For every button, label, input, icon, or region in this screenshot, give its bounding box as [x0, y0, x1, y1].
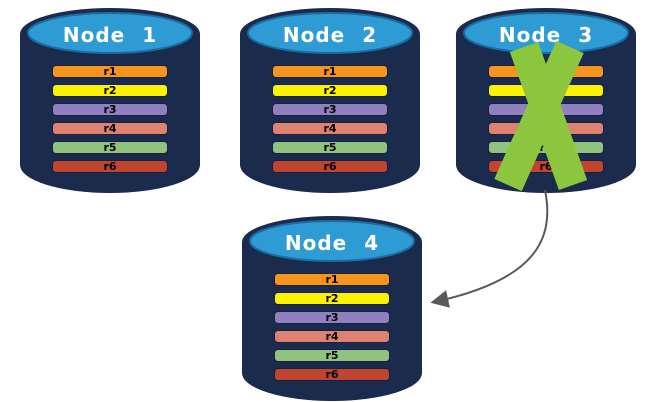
replica-bar: r6 [272, 160, 388, 173]
replica-label: r5 [323, 141, 337, 154]
replica-label: r3 [323, 103, 337, 116]
replica-bar: r5 [52, 141, 168, 154]
replica-label: r4 [539, 122, 553, 135]
replica-label: r6 [539, 160, 553, 173]
replica-bar: r6 [52, 160, 168, 173]
replica-bar: r3 [274, 311, 390, 324]
replica-bar: r2 [274, 292, 390, 305]
replica-label: r2 [539, 84, 553, 97]
replica-bar: r6 [488, 160, 604, 173]
replica-label: r1 [103, 65, 117, 78]
replica-label: r1 [539, 65, 553, 78]
replica-bar: r4 [272, 122, 388, 135]
replica-bar: r3 [52, 103, 168, 116]
replica-bar: r4 [274, 330, 390, 343]
replica-label: r6 [323, 160, 337, 173]
replica-bar: r1 [52, 65, 168, 78]
node-2: Node 2 r1 r2 r3 r4 r5 r6 [240, 8, 420, 194]
replica-label: r3 [325, 311, 339, 324]
replica-bar: r6 [274, 368, 390, 381]
replica-stack: r1 r2 r3 r4 r5 r6 [272, 65, 388, 179]
node-1: Node 1 r1 r2 r3 r4 r5 r6 [20, 8, 200, 194]
replica-label: r3 [539, 103, 553, 116]
replica-bar: r4 [52, 122, 168, 135]
replica-bar: r1 [488, 65, 604, 78]
node-title: Node 2 [282, 23, 378, 47]
node-3: Node 3 r1 r2 r3 r4 r5 r6 [456, 8, 636, 194]
replica-bar: r3 [272, 103, 388, 116]
replica-label: r2 [103, 84, 117, 97]
replica-stack: r1 r2 r3 r4 r5 r6 [274, 273, 390, 387]
node-title: Node 4 [284, 231, 380, 255]
node-4: Node 4 r1 r2 r3 r4 r5 r6 [242, 216, 422, 402]
replica-label: r1 [323, 65, 337, 78]
replica-label: r2 [323, 84, 337, 97]
replica-label: r2 [325, 292, 339, 305]
replica-label: r5 [325, 349, 339, 362]
replica-label: r5 [539, 141, 553, 154]
replica-label: r3 [103, 103, 117, 116]
replica-label: r4 [103, 122, 117, 135]
replica-label: r4 [323, 122, 337, 135]
replica-bar: r4 [488, 122, 604, 135]
replica-bar: r5 [272, 141, 388, 154]
replica-bar: r2 [272, 84, 388, 97]
replica-bar: r3 [488, 103, 604, 116]
replica-bar: r2 [488, 84, 604, 97]
node-title: Node 1 [62, 23, 158, 47]
replica-label: r6 [103, 160, 117, 173]
replica-label: r1 [325, 273, 339, 286]
node-title: Node 3 [498, 23, 594, 47]
replica-stack: r1 r2 r3 r4 r5 r6 [52, 65, 168, 179]
replica-bar: r2 [52, 84, 168, 97]
replica-bar: r5 [488, 141, 604, 154]
replica-label: r5 [103, 141, 117, 154]
replica-label: r4 [325, 330, 339, 343]
replica-bar: r1 [274, 273, 390, 286]
replica-stack: r1 r2 r3 r4 r5 r6 [488, 65, 604, 179]
replica-bar: r1 [272, 65, 388, 78]
replica-label: r6 [325, 368, 339, 381]
replica-bar: r5 [274, 349, 390, 362]
